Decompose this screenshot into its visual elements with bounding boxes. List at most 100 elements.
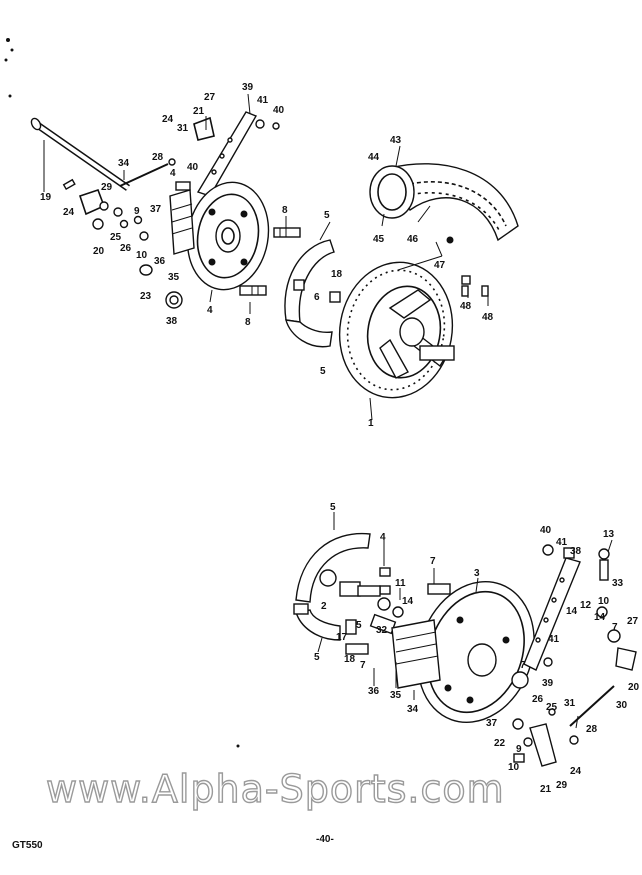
tire-part — [369, 163, 519, 244]
callout-label: 21 — [193, 106, 205, 117]
callout-label: 18 — [331, 269, 343, 280]
footer-page-number: -40- — [316, 834, 334, 845]
callout-label: 37 — [486, 718, 498, 729]
callout-label: 22 — [494, 738, 506, 749]
callout-label: 35 — [390, 690, 402, 701]
callout-label: 19 — [40, 192, 52, 203]
callout-label: 5 — [314, 652, 320, 663]
callout-label: 26 — [532, 694, 544, 705]
callout-label: 35 — [168, 272, 180, 283]
callout-label: 12 — [580, 600, 592, 611]
callout-label: 10 — [136, 250, 148, 261]
callout-label: 38 — [570, 546, 582, 557]
callout-label: 34 — [407, 704, 419, 715]
callout-label: 38 — [166, 316, 178, 327]
callout-label: 7 — [430, 556, 436, 567]
callout-label: 20 — [628, 682, 640, 693]
callout-label: 30 — [616, 700, 628, 711]
callout-label: 29 — [101, 182, 113, 193]
callout-label: 37 — [150, 204, 162, 215]
callout-label: 28 — [586, 724, 598, 735]
bottom-assembly: 5 4 11 14 2 5 32 17 5 18 7 36 35 34 7 3 … — [293, 502, 640, 795]
callout-label: 26 — [120, 243, 132, 254]
footer-model-label: GT550 — [12, 840, 43, 851]
callout-label: 20 — [93, 246, 105, 257]
callout-label: 9 — [516, 744, 522, 755]
callout-label: 3 — [474, 568, 480, 579]
callout-label: 24 — [63, 207, 75, 218]
callout-label: 5 — [324, 210, 330, 221]
top-callout-labels: 19 24 20 29 34 25 26 9 10 23 37 36 35 38… — [40, 82, 494, 429]
callout-label: 7 — [360, 660, 366, 671]
callout-label: 39 — [542, 678, 554, 689]
callout-label: 7 — [612, 622, 618, 633]
callout-label: 36 — [368, 686, 380, 697]
callout-label: 6 — [314, 292, 320, 303]
callout-label: 14 — [594, 612, 606, 623]
callout-label: 24 — [162, 114, 174, 125]
callout-label: 24 — [570, 766, 582, 777]
callout-label: 11 — [395, 578, 406, 589]
bolts-part — [239, 227, 301, 296]
rear-brake-panel — [391, 580, 535, 724]
callout-label: 25 — [110, 232, 122, 243]
callout-label: 39 — [242, 82, 254, 93]
brake-shoes-part — [284, 239, 341, 348]
callout-label: 44 — [368, 152, 380, 163]
callout-label: 41 — [257, 95, 269, 106]
callout-label: 40 — [187, 162, 199, 173]
callout-label: 27 — [204, 92, 216, 103]
callout-label: 17 — [336, 632, 348, 643]
callout-label: 40 — [540, 525, 552, 536]
callout-label: 4 — [207, 305, 213, 316]
valve-parts — [461, 275, 489, 297]
watermark-text: www.Alpha-Sports.com — [46, 767, 505, 811]
callout-label: 10 — [598, 596, 610, 607]
callout-label: 5 — [356, 620, 362, 631]
brake-arm-part — [193, 111, 280, 197]
callout-label: 27 — [627, 616, 639, 627]
callout-label: 1 — [368, 418, 374, 429]
callout-label: 13 — [603, 529, 615, 540]
bottom-callout-labels: 5 4 11 14 2 5 32 17 5 18 7 36 35 34 7 3 … — [314, 502, 640, 795]
callout-label: 23 — [140, 291, 152, 302]
callout-label: 25 — [546, 702, 558, 713]
callout-label: 33 — [612, 578, 624, 589]
callout-label: 10 — [508, 762, 520, 773]
callout-label: 28 — [152, 152, 164, 163]
bottom-leader-lines — [317, 512, 613, 729]
callout-label: 8 — [282, 205, 288, 216]
callout-label: 48 — [460, 301, 472, 312]
callout-label: 41 — [556, 537, 568, 548]
callout-label: 45 — [373, 234, 385, 245]
callout-label: 7 — [520, 660, 526, 671]
callout-label: 46 — [407, 234, 419, 245]
callout-label: 8 — [245, 317, 251, 328]
callout-label: 43 — [390, 135, 402, 146]
callout-label: 5 — [320, 366, 326, 377]
callout-label: 32 — [376, 625, 388, 636]
callout-label: 5 — [330, 502, 336, 513]
wheel-hub-part — [338, 261, 455, 421]
top-leader-lines — [43, 93, 489, 314]
callout-label: 31 — [177, 123, 189, 134]
callout-label: 34 — [118, 158, 130, 169]
scan-specks — [4, 38, 240, 748]
callout-label: 47 — [434, 260, 446, 271]
rear-cam-parts — [339, 581, 451, 655]
rear-brake-shoes — [293, 532, 391, 641]
callout-label: 40 — [273, 105, 285, 116]
callout-label: 9 — [134, 206, 140, 217]
left-small-parts — [62, 158, 191, 309]
brake-panel-part — [169, 181, 270, 291]
callout-label: 41 — [548, 634, 560, 645]
top-assembly: 19 24 20 29 34 25 26 9 10 23 37 36 35 38… — [30, 82, 519, 429]
callout-label: 2 — [321, 601, 327, 612]
callout-label: 14 — [402, 596, 414, 607]
callout-label: 18 — [344, 654, 356, 665]
rear-brake-arm — [523, 544, 637, 671]
axle-part — [30, 117, 130, 191]
rear-brake-rod — [512, 685, 615, 767]
callout-label: 21 — [540, 784, 552, 795]
